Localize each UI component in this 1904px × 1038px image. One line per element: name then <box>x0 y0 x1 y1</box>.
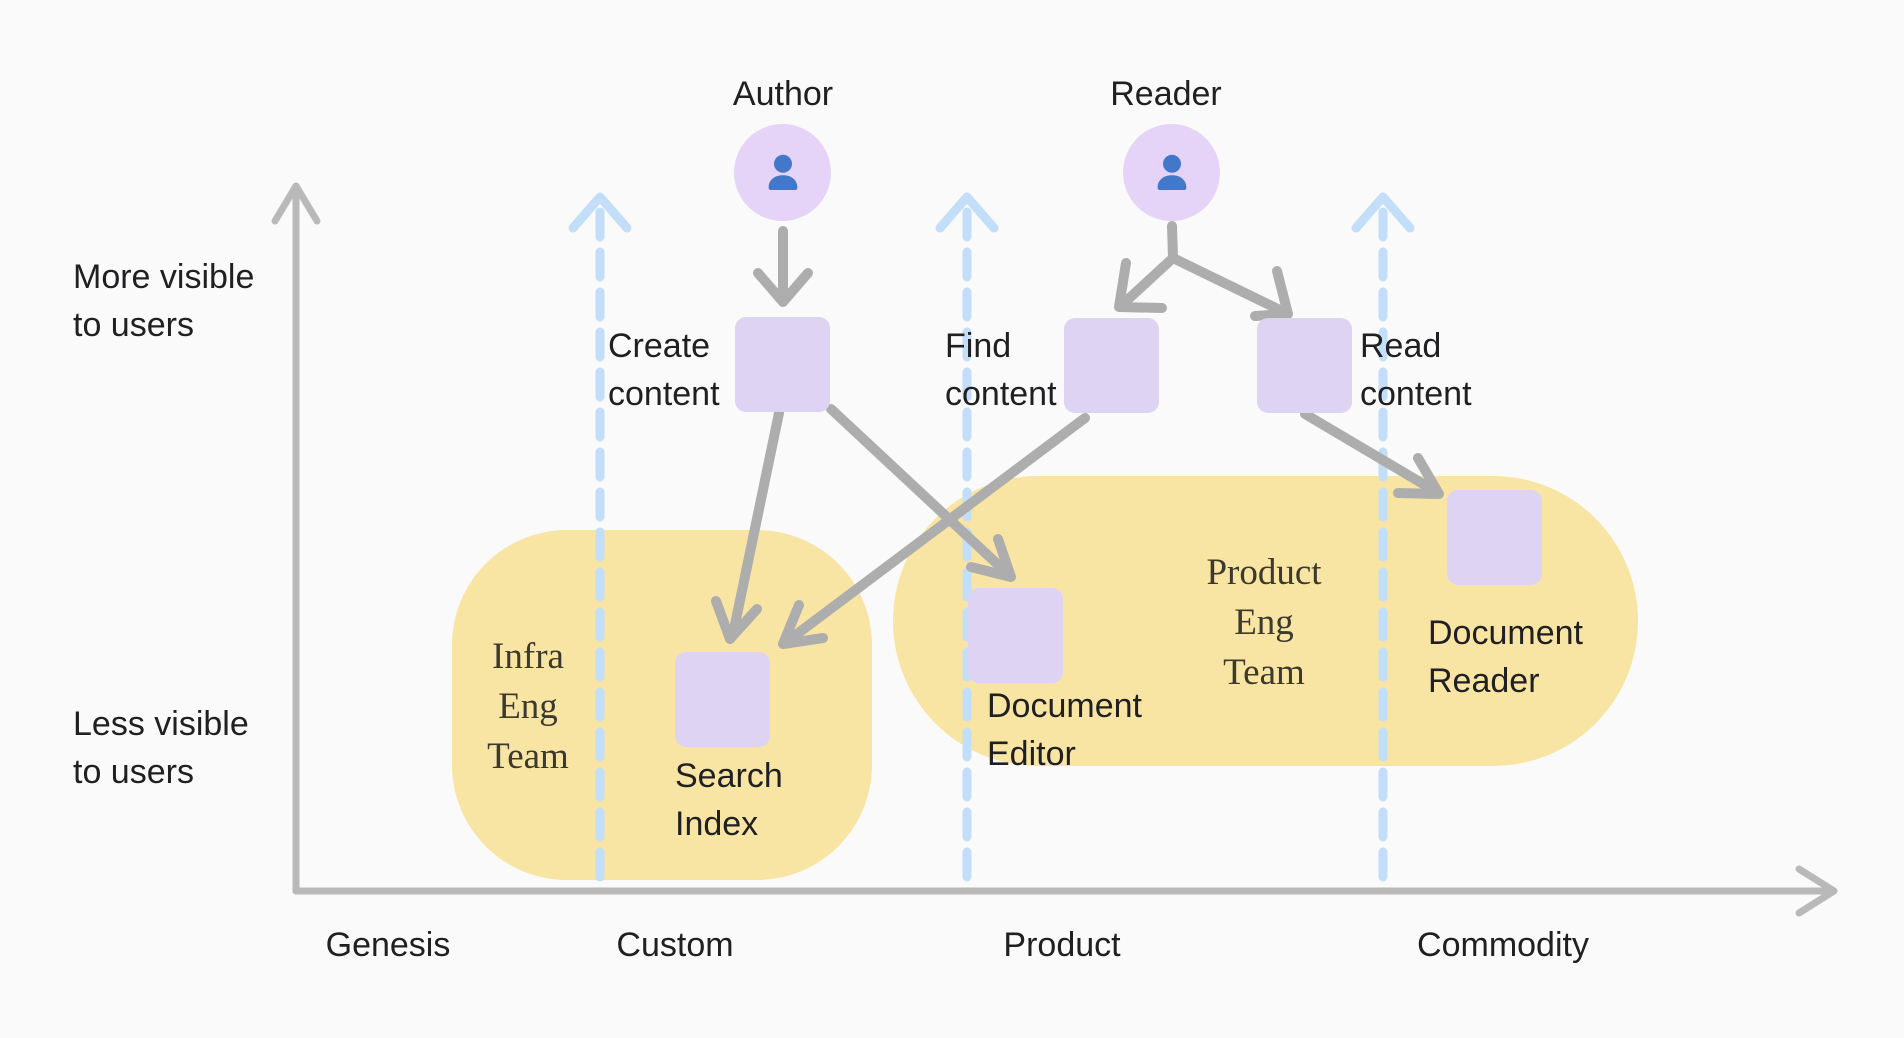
team-label-line: Infra <box>492 636 564 677</box>
up-arrowhead-icon <box>935 192 999 233</box>
label-line: to users <box>73 306 194 344</box>
read-content-label: Read content <box>1360 322 1472 418</box>
infra-eng-team-label: Infra Eng Team <box>487 632 569 782</box>
arrow-reader-to-read <box>1168 253 1289 317</box>
arrowhead-icon <box>1393 453 1444 499</box>
y-axis-top-label: More visible to users <box>73 253 254 349</box>
document-editor-node <box>968 588 1063 683</box>
search-index-label: Search Index <box>675 752 783 848</box>
document-reader-label: Document Reader <box>1428 609 1583 705</box>
label-line: Create <box>608 327 711 365</box>
up-arrowhead-icon <box>568 192 632 233</box>
create-content-label: Create content <box>608 322 720 418</box>
team-label-line: Eng <box>1234 602 1294 643</box>
label-line: Index <box>675 805 759 843</box>
y-axis-bottom-label: Less visible to users <box>73 700 249 796</box>
label-line: to users <box>73 753 194 791</box>
arrowhead-icon <box>966 534 1016 582</box>
reader-label: Reader <box>1110 75 1222 113</box>
label-line: More visible <box>73 258 255 296</box>
author-label: Author <box>732 75 834 113</box>
arrow-read-to-document-reader <box>1300 409 1440 496</box>
find-content-label: Find content <box>945 322 1057 418</box>
axis <box>271 182 1838 917</box>
y-axis-arrowhead-icon <box>271 182 321 225</box>
arrowhead-icon <box>1250 266 1293 321</box>
x-axis-arrowhead-icon <box>1795 865 1838 917</box>
label-line: content <box>945 375 1057 413</box>
label-line: content <box>608 375 720 413</box>
team-label-line: Team <box>1223 652 1305 693</box>
team-label-line: Team <box>487 736 569 777</box>
arrowhead-icon <box>778 600 828 649</box>
read-content-node <box>1257 318 1352 413</box>
team-label-line: Product <box>1206 552 1322 593</box>
product-eng-team-label: Product Eng Team <box>1206 548 1321 698</box>
arrowhead-icon <box>1114 258 1167 313</box>
arrow-create-to-document-editor <box>826 404 1013 579</box>
stage-label-genesis: Genesis <box>325 926 451 964</box>
create-content-node <box>735 317 830 412</box>
arrowhead-icon <box>711 596 762 644</box>
arrowhead-icon <box>753 268 813 307</box>
arrow-create-to-search-index <box>728 408 784 639</box>
label-line: content <box>1360 375 1472 413</box>
stage-label-commodity: Commodity <box>1417 926 1589 964</box>
evolution-dashed-lines <box>568 192 1415 889</box>
document-reader-node <box>1447 490 1542 585</box>
label-line: Read <box>1360 327 1442 365</box>
reader-avatar <box>1123 124 1220 221</box>
up-arrowhead-icon <box>1351 192 1415 233</box>
label-line: Reader <box>1428 662 1540 700</box>
find-content-node <box>1064 318 1159 413</box>
label-line: Editor <box>987 735 1076 773</box>
arrow-find-to-search-index <box>784 413 1090 645</box>
person-icon <box>768 154 797 190</box>
connector-arrows <box>711 221 1444 649</box>
team-label-line: Eng <box>498 686 558 727</box>
document-editor-label: Document Editor <box>987 682 1142 778</box>
stage-label-custom: Custom <box>616 926 734 964</box>
label-line: Search <box>675 757 783 795</box>
person-icon <box>1157 154 1186 190</box>
infra-eng-team-region <box>452 530 872 880</box>
label-line: Document <box>987 687 1142 725</box>
author-avatar <box>734 124 831 221</box>
label-line: Document <box>1428 614 1583 652</box>
label-line: Find <box>945 327 1012 365</box>
label-line: Less visible <box>73 705 249 743</box>
stage-label-product: Product <box>1003 926 1121 964</box>
search-index-node <box>675 652 770 747</box>
